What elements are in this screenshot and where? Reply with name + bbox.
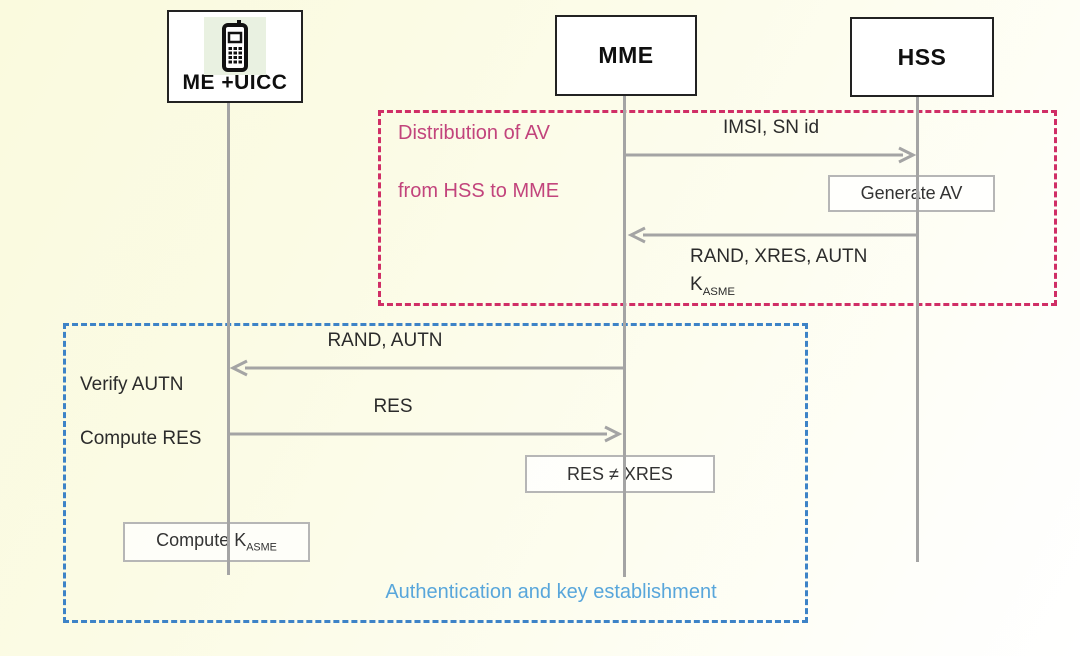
blue-group-label: Authentication and key establishment: [385, 581, 717, 603]
label-rand-autn: RAND, AUTN: [327, 330, 443, 351]
actor-mme-label: MME: [598, 42, 654, 68]
group-authentication: [63, 323, 808, 623]
note-res-xres-label: RES ≠ XRES: [567, 463, 673, 484]
ue-actions-line1: Verify AUTN: [80, 374, 184, 395]
kasme-subscript: ASME: [702, 285, 735, 298]
compute-k-base: Compute K: [156, 530, 247, 551]
actor-hss-label: HSS: [897, 43, 947, 70]
group-av-distribution: [378, 110, 1057, 306]
note-generate-av: Generate AV: [828, 175, 995, 212]
actor-mme: MME: [555, 15, 697, 96]
note-res-xres: RES ≠ XRES: [525, 455, 715, 493]
kasme-base: K: [690, 274, 703, 295]
ue-actions-note: Verify AUTN Compute RES: [80, 371, 201, 452]
phone-highlight: [204, 17, 266, 75]
label-kasme: KASME: [690, 274, 735, 298]
label-rand-xres-autn: RAND, XRES, AUTN: [690, 246, 868, 267]
lifeline-mme: [623, 92, 626, 577]
label-imsi-snid: IMSI, SN id: [722, 117, 820, 138]
lifeline-me: [227, 103, 230, 575]
actor-me-uicc: ME +UICC: [167, 10, 303, 103]
pink-group-label: Distribution of AV from HSS to MME: [398, 119, 559, 206]
label-res: RES: [373, 396, 413, 417]
note-compute-kasme-label: Compute KASME: [156, 530, 277, 554]
actor-me-label: ME +UICC: [182, 71, 288, 94]
pink-group-label-line1: Distribution of AV: [398, 122, 550, 144]
compute-k-subscript: ASME: [246, 541, 277, 554]
note-generate-av-label: Generate AV: [860, 183, 963, 203]
ue-actions-line2: Compute RES: [80, 428, 202, 449]
lifeline-hss: [916, 93, 919, 562]
mobile-phone-icon: [222, 20, 248, 72]
note-compute-kasme: Compute KASME: [123, 522, 310, 562]
actor-hss: HSS: [850, 17, 994, 97]
pink-group-label-line2: from HSS to MME: [398, 180, 560, 202]
